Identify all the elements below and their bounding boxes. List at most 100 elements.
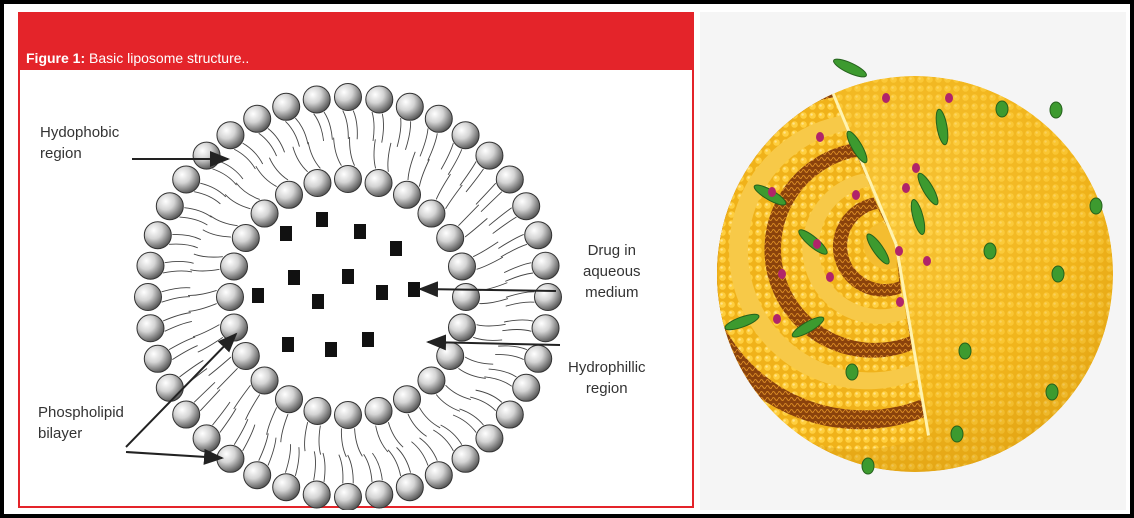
outer-lipid-head [476,425,503,452]
lipid-tail [504,320,533,322]
drug-molecule [354,224,366,239]
drug-molecule [390,241,402,256]
protein-dot [951,426,963,442]
lipid-tail [314,451,316,480]
lipid-tail [453,415,476,433]
drug-molecule [408,282,420,297]
lipid-tail [259,133,277,156]
outer-lipid-head [193,425,220,452]
outer-lipid-head [137,252,164,279]
inner-lipid-head [251,367,278,394]
lipid-tail [419,407,440,427]
protein-dot [846,364,858,380]
lipid-tail [268,129,285,153]
lipid-tail [433,430,453,451]
protein-rod [832,56,869,80]
drug-label: Drug in aqueous medium [583,240,641,303]
phospholipid-label-line2: bilayer [38,423,124,444]
lipid-tail [506,292,534,298]
lipid-tail [489,208,512,226]
lipid-tail [180,360,204,377]
inner-lipid-head [365,397,392,424]
lipid-tail [388,450,401,476]
inner-lipid-head [276,386,303,413]
lipid-tail [353,111,357,140]
lipid-tail [466,169,484,192]
lipid-tail [169,337,195,350]
lipid-tail [420,129,428,157]
outer-lipid-head [496,401,523,428]
lipid-tail [236,183,260,200]
lipid-tail [428,133,438,160]
protein-dot [996,101,1008,117]
drug-molecule [252,288,264,303]
hydrophilic-label: Hydrophillic region [568,357,646,399]
drug-molecule [282,337,294,352]
lipid-tail [308,142,320,168]
drug-molecules [252,212,420,357]
lipid-tail [411,442,428,466]
lipid-tail [348,455,354,483]
outer-lipid-head [366,481,393,508]
lipid-tail [165,261,194,263]
lipid-tail [397,118,401,147]
lipid-tail [388,422,403,447]
hydrophobic-label-line1: Hydophobic [40,122,119,143]
lipid-tail [269,158,288,180]
lipid-tail [259,433,269,460]
liposome-3d-illustration [700,12,1126,510]
lipid-tail [372,112,374,141]
outer-lipid-head [496,166,523,193]
lipid-tail [374,139,376,168]
outer-lipid-head [452,445,479,472]
drug-molecule [342,269,354,284]
lipid-tail [408,414,427,436]
lipid-tail [465,357,493,364]
outer-lipid-head [244,462,271,489]
lipid-tail [343,111,349,139]
lipid-tail [256,166,277,186]
outer-lipid-head [156,374,183,401]
outer-lipid-head [137,315,164,342]
inner-lipid-head [232,343,259,370]
drug-arrow [420,289,556,291]
protein-dot [959,343,971,359]
drug-dot [773,314,781,324]
lipid-tail [470,397,496,411]
lipid-tail [314,114,324,141]
inner-lipid-head [437,343,464,370]
outer-lipid-head [425,105,452,132]
lipid-tail [172,234,201,239]
lipid-tail [200,390,220,411]
inner-lipid-head [453,284,480,311]
lipid-tail [505,273,533,281]
lipid-tail [446,385,471,399]
hydrophilic-label-line1: Hydrophillic [568,357,646,378]
lipid-tail [188,290,217,295]
outer-lipid-heads [135,84,562,511]
lipid-tail [341,428,346,457]
outer-lipid-head [217,122,244,149]
lipid-tail [319,426,321,455]
drug-label-line2: aqueous [583,261,641,282]
lipid-tail [163,313,191,321]
lipid-tail [489,369,517,377]
hydrophobic-label-line2: region [40,143,119,164]
lipid-tail [364,454,372,482]
outer-lipid-head [273,474,300,501]
outer-lipid-head [273,93,300,120]
lipid-tail [459,409,483,425]
lipid-tail [473,242,498,257]
lipid-tail [243,425,255,451]
lipid-tail [305,422,308,451]
inner-lipid-head [418,200,445,227]
lipid-tail [323,453,325,482]
lipid-tail [220,161,243,179]
drug-dot [778,269,786,279]
drug-molecule [316,212,328,227]
lipid-tail [225,194,250,208]
lipid-tail [446,185,463,209]
drug-dot [826,272,834,282]
lipid-tail [376,426,388,452]
lipid-tail [458,205,478,226]
